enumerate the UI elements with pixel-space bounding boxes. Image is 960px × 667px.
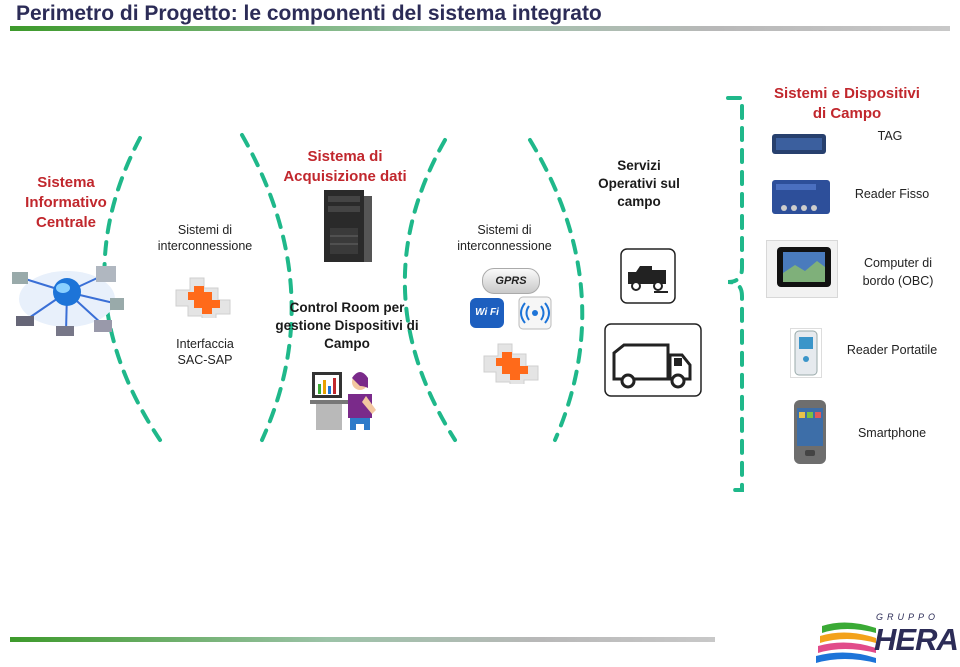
onboard-computer-icon: [777, 247, 831, 287]
arc-right-outer: [402, 138, 457, 442]
sap-label: Interfaccia SAC-SAP: [176, 337, 234, 367]
sad-label: Sistema di Acquisizione dati: [283, 148, 407, 185]
device-label-tag: TAG: [877, 129, 903, 143]
campo-title: Sistemi e Dispositivi di Campo: [774, 85, 920, 122]
radio-antenna-icon: [518, 296, 552, 330]
portable-reader-frame: [790, 328, 822, 378]
arc-left-inner: [240, 133, 294, 442]
logo-gruppo-text: GRUPPO: [876, 612, 940, 622]
arc-right-inner: [528, 138, 585, 442]
logo-hera-text: HERA: [874, 622, 959, 657]
gprs-badge: GPRS: [482, 268, 540, 294]
brace-campo: [726, 96, 744, 492]
control-room-label: Control Room per gestione Dispositivi di…: [275, 300, 419, 351]
sic-label: Sistema Informativo Centrale: [25, 174, 107, 231]
puzzle-icon-right: [483, 343, 539, 384]
page-title: Perimetro di Progetto: le componenti del…: [16, 2, 602, 25]
smartphone-icon: [794, 400, 826, 464]
hera-logo-mark: [816, 622, 876, 663]
device-label-reader-fisso: Reader Fisso: [854, 187, 930, 201]
device-label-reader-portatile: Reader Portatile: [846, 343, 938, 357]
garbage-truck-icon: [604, 323, 702, 397]
footer-bar: [10, 637, 715, 642]
central-network-icon: [12, 266, 124, 336]
onboard-computer-frame: [766, 240, 838, 298]
sweeper-truck-icon: [620, 248, 676, 304]
interconn-right-label: Sistemi di interconnessione: [457, 223, 552, 253]
server-tower-icon: [324, 190, 372, 262]
operator-workstation-icon: [310, 372, 376, 430]
tag-device-icon: [772, 134, 826, 154]
puzzle-icon-left: [175, 277, 231, 318]
servizi-label: Servizi Operativi sul campo: [598, 158, 680, 209]
interconn-left-label: Sistemi di interconnessione: [157, 223, 253, 253]
portable-reader-icon: [794, 330, 818, 376]
device-label-smartphone: Smartphone: [857, 426, 927, 440]
title-underline: [10, 26, 950, 31]
device-label-obc: Computer di bordo (OBC): [862, 256, 934, 288]
fixed-reader-icon: [772, 180, 830, 214]
wifi-icon: Wi Fi: [470, 298, 504, 328]
